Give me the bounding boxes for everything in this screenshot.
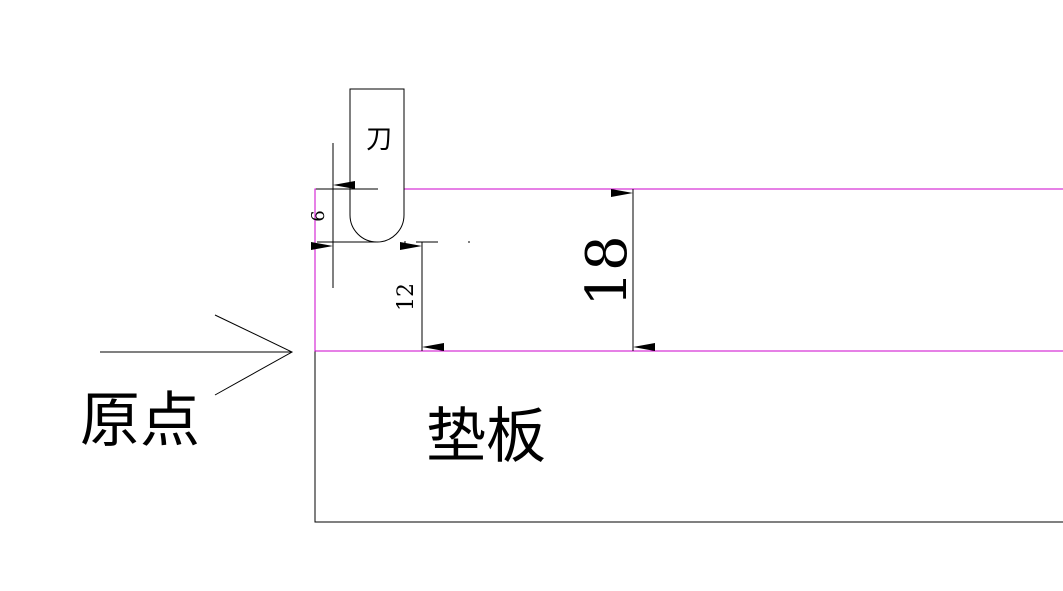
dimension-thickness-label: 18 [575,235,640,306]
cutter-tool [349,88,405,243]
workpiece [314,188,1063,352]
backing-plate-label: 垫板 [426,402,546,472]
dimension-remaining [400,241,444,351]
origin-label: 原点 [80,386,200,456]
tool-label: 刀 [366,125,392,155]
dimension-tool-depth [311,143,378,288]
origin-arrow [100,314,294,396]
dimension-tool-depth-label: 6 [308,210,329,221]
dimension-remaining-label: 12 [394,283,419,311]
